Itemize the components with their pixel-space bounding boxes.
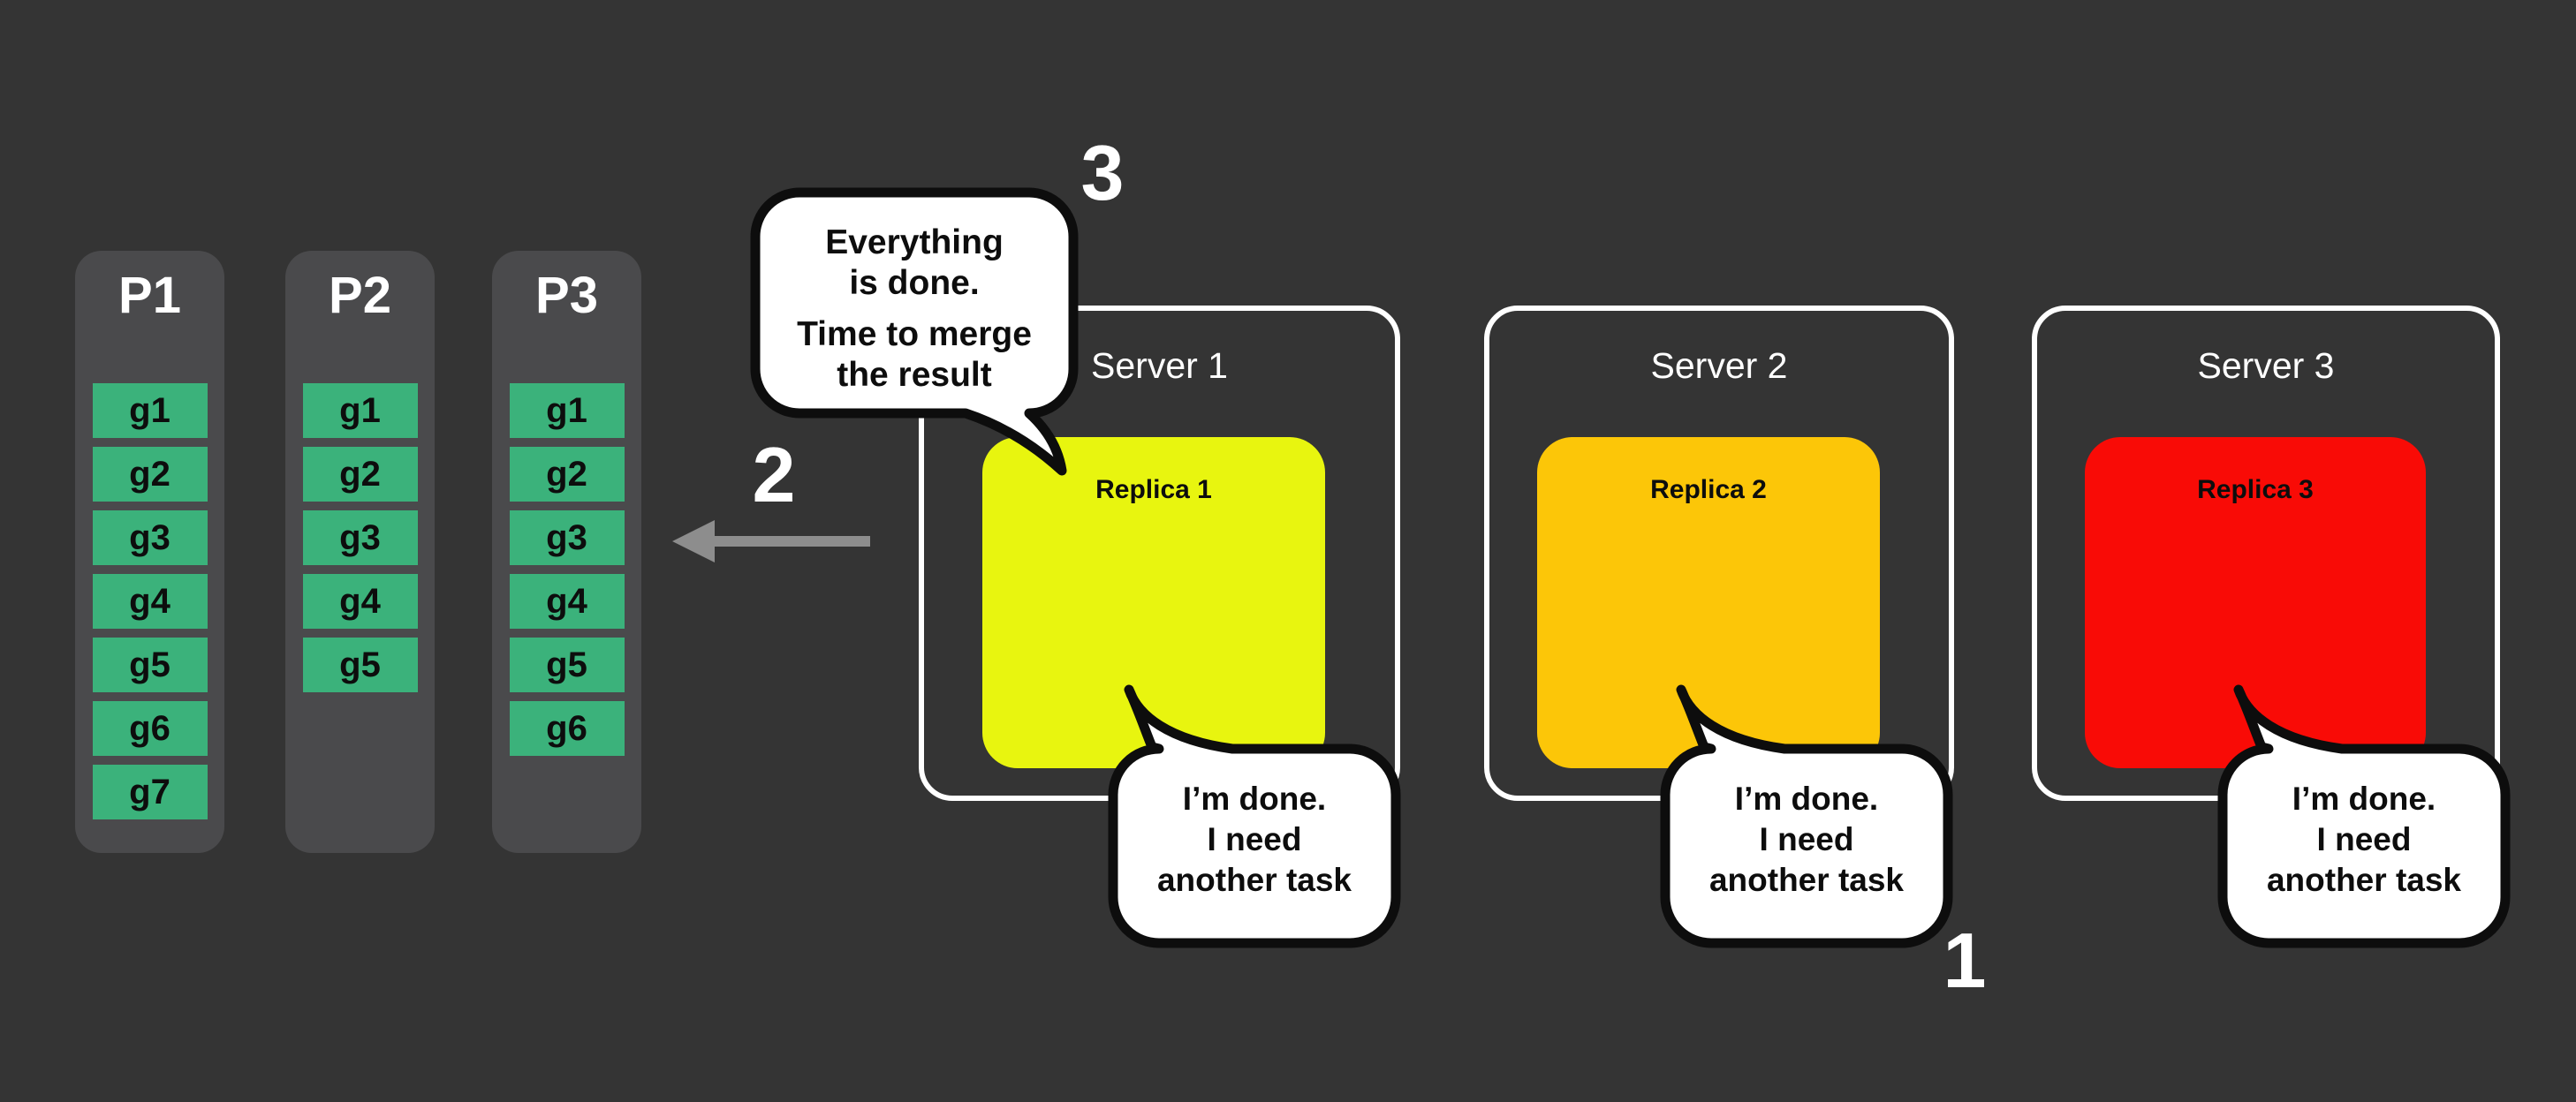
task-chip: g7: [92, 765, 208, 819]
task-chip: g1: [509, 383, 625, 438]
partition-title: P2: [329, 267, 391, 324]
partition-title: P1: [118, 267, 181, 324]
merge-arrow-icon: [672, 520, 870, 562]
task-chip: g5: [92, 638, 208, 692]
merge-speech-bubble: [750, 187, 1079, 476]
done-speech-bubble-3: [2217, 684, 2511, 948]
chip-stack: g1 g2 g3 g4 g5 g6: [492, 383, 641, 765]
partition-column-p3: P3 g1 g2 g3 g4 g5 g6: [492, 251, 641, 853]
task-chip: g6: [92, 701, 208, 756]
task-chip: g3: [509, 510, 625, 565]
done-bubble-line: another task: [2266, 862, 2461, 898]
done-bubble-line: I need: [2316, 821, 2412, 857]
task-chip: g5: [509, 638, 625, 692]
merge-bubble-line: is done.: [849, 264, 980, 302]
task-chip: g3: [302, 510, 418, 565]
replica-card-1: Replica 1: [982, 437, 1325, 768]
server-title: Server 2: [1650, 345, 1788, 386]
task-chip: g3: [92, 510, 208, 565]
merge-bubble-line: Time to merge: [797, 315, 1032, 353]
task-chip: g2: [92, 447, 208, 502]
done-speech-bubble-1: [1108, 684, 1401, 948]
partition-title: P3: [535, 267, 598, 324]
done-bubble-line: I’m done.: [1734, 781, 1879, 817]
replica-card-2: Replica 2: [1537, 437, 1880, 768]
step-label-2: 2: [752, 431, 796, 518]
task-chip: g4: [302, 574, 418, 629]
done-bubble-text-3: I’m done. I need another task: [2223, 779, 2505, 901]
partition-column-p2: P2 g1 g2 g3 g4 g5: [285, 251, 435, 853]
server-title: Server 1: [1091, 345, 1228, 386]
done-speech-bubble-2: [1660, 684, 1953, 948]
merge-bubble-text: Everything is done. Time to merge the re…: [755, 223, 1073, 396]
task-chip: g6: [509, 701, 625, 756]
done-bubble-line: I’m done.: [2292, 781, 2436, 817]
partition-column-p1: P1 g1 g2 g3 g4 g5 g6 g7: [75, 251, 224, 853]
done-bubble-line: I need: [1759, 821, 1854, 857]
done-bubble-line: another task: [1708, 862, 1904, 898]
server-title: Server 3: [2197, 345, 2335, 386]
replica-label: Replica 1: [1095, 475, 1212, 504]
task-chip: g2: [302, 447, 418, 502]
replica-label: Replica 2: [1650, 475, 1767, 504]
done-bubble-text-1: I’m done. I need another task: [1113, 779, 1396, 901]
step-label-3: 3: [1080, 129, 1125, 216]
task-chip: g1: [92, 383, 208, 438]
replica-label: Replica 3: [2197, 475, 2314, 504]
task-chip: g1: [302, 383, 418, 438]
step-label-1: 1: [1943, 917, 1987, 1004]
merge-bubble-line: the result: [837, 356, 992, 394]
chip-stack: g1 g2 g3 g4 g5 g6 g7: [75, 383, 224, 828]
task-chip: g5: [302, 638, 418, 692]
task-chip: g4: [92, 574, 208, 629]
done-bubble-line: I’m done.: [1182, 781, 1327, 817]
chip-stack: g1 g2 g3 g4 g5: [285, 383, 435, 701]
task-chip: g4: [509, 574, 625, 629]
task-chip: g2: [509, 447, 625, 502]
done-bubble-line: I need: [1207, 821, 1302, 857]
done-bubble-text-2: I’m done. I need another task: [1665, 779, 1948, 901]
done-bubble-line: another task: [1156, 862, 1352, 898]
merge-bubble-line: Everything: [825, 223, 1004, 261]
